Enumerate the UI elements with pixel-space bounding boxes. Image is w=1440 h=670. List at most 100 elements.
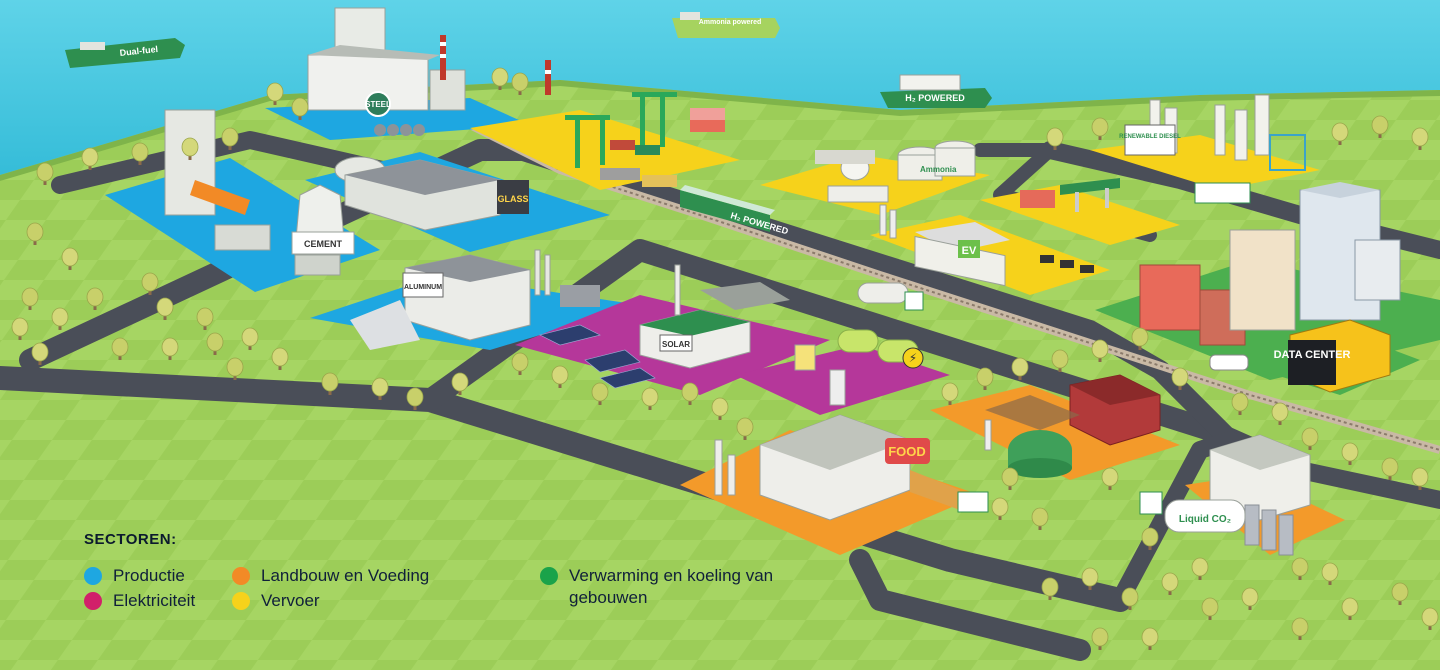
tree: [1041, 577, 1059, 600]
farm: [984, 374, 1161, 478]
food-truck: [957, 491, 989, 513]
shore-edge: [0, 80, 1440, 181]
tree: [51, 307, 69, 330]
city-buildings: [1139, 182, 1401, 346]
tree: [1011, 357, 1029, 380]
tree: [1081, 567, 1099, 590]
tree: [451, 372, 469, 395]
data-center: DATA CENTER: [1274, 319, 1391, 393]
liquid-co2-truck: Liquid CO₂: [1139, 491, 1246, 533]
solar-factory: SOLAR: [539, 264, 790, 389]
tree: [266, 82, 284, 105]
dual-fuel-label: Dual-fuel: [119, 44, 158, 58]
tree: [976, 367, 994, 390]
tree: [156, 297, 174, 320]
bus: [1194, 182, 1251, 204]
verwarming-dot-icon: [540, 567, 558, 585]
legend-item-vervoer: Vervoer: [232, 590, 320, 612]
legend-title: SECTOREN:: [84, 531, 177, 548]
cement-plant: CEMENT: [164, 109, 355, 276]
tree: [1201, 597, 1219, 620]
tree: [111, 337, 129, 360]
elektriciteit-dot-icon: [84, 592, 102, 610]
tree: [1231, 392, 1249, 415]
landbouw-dot-icon: [232, 567, 250, 585]
ship-dual-fuel: Dual-fuel: [65, 38, 185, 68]
ammonia-powered-label: Ammonia powered: [699, 19, 762, 26]
tree: [1381, 457, 1399, 480]
tree: [321, 372, 339, 395]
tree: [1331, 122, 1349, 145]
tree: [681, 382, 699, 405]
vervoer-dot-icon: [232, 592, 250, 610]
tree: [1341, 597, 1359, 620]
tree: [1091, 627, 1109, 650]
tree: [1241, 587, 1259, 610]
tree: [1141, 627, 1159, 650]
tree: [226, 357, 244, 380]
steel-sign: STEEL: [365, 100, 391, 109]
tree: [241, 327, 259, 350]
tree: [1131, 327, 1149, 350]
tree: [1301, 427, 1319, 450]
legend-label-verwarming: Verwarming en koeling van gebouwen: [569, 566, 774, 607]
ammonia-sign: Ammonia: [920, 165, 957, 174]
tree: [591, 382, 609, 405]
tree: [1291, 617, 1309, 640]
tree: [131, 142, 149, 165]
car: [1209, 354, 1249, 371]
tree: [86, 287, 104, 310]
data-center-sign: DATA CENTER: [1274, 349, 1351, 361]
tree: [1051, 349, 1069, 372]
ev-charging-station: EV: [879, 204, 1094, 287]
tree: [196, 307, 214, 330]
aluminum-sign: ALUMINUM: [404, 284, 442, 291]
tree: [36, 162, 54, 185]
tree: [11, 317, 29, 340]
tree: [406, 387, 424, 410]
tree: [1191, 557, 1209, 580]
trees: [11, 67, 1439, 650]
tree: [1001, 467, 1019, 490]
tree: [1341, 442, 1359, 465]
legend-item-verwarming: Verwarming en koeling van gebouwen: [540, 565, 800, 609]
lightning-icon: ⚡: [909, 351, 917, 365]
tree: [206, 332, 224, 355]
ammonia-terminal: Ammonia: [815, 140, 976, 181]
tree: [181, 137, 199, 160]
tree: [1291, 557, 1309, 580]
renewable-diesel-refinery: RENEWABLE DIESEL: [1119, 94, 1306, 171]
tree: [511, 352, 529, 375]
glass-sign: GLASS: [497, 194, 528, 204]
legend-label-productie: Productie: [113, 566, 185, 585]
tree: [511, 72, 529, 95]
ship-h2-powered: H₂ POWERED: [880, 74, 992, 108]
hydrogen-truck-tanker: [857, 282, 924, 311]
food-sign: FOOD: [888, 444, 926, 459]
ev-sign: EV: [962, 245, 977, 257]
tree: [21, 287, 39, 310]
tree: [1141, 527, 1159, 550]
tree: [1411, 127, 1429, 150]
tree: [711, 397, 729, 420]
tree: [1271, 402, 1289, 425]
tree: [1321, 562, 1339, 585]
tree: [1091, 339, 1109, 362]
tree: [1171, 367, 1189, 390]
tree: [1391, 582, 1409, 605]
cement-sign: CEMENT: [304, 239, 343, 249]
tree: [161, 337, 179, 360]
solar-sign: SOLAR: [662, 340, 690, 349]
tree: [271, 347, 289, 370]
tree: [371, 377, 389, 400]
ship-ammonia-powered: Ammonia powered: [672, 12, 780, 38]
tree: [1101, 467, 1119, 490]
tree: [1091, 117, 1109, 140]
liquid-co2-plant: [1209, 434, 1311, 556]
tree: [81, 147, 99, 170]
tree: [941, 382, 959, 405]
tree: [1421, 607, 1439, 630]
legend-label-landbouw: Landbouw en Voeding: [261, 566, 430, 585]
tree: [31, 342, 49, 365]
